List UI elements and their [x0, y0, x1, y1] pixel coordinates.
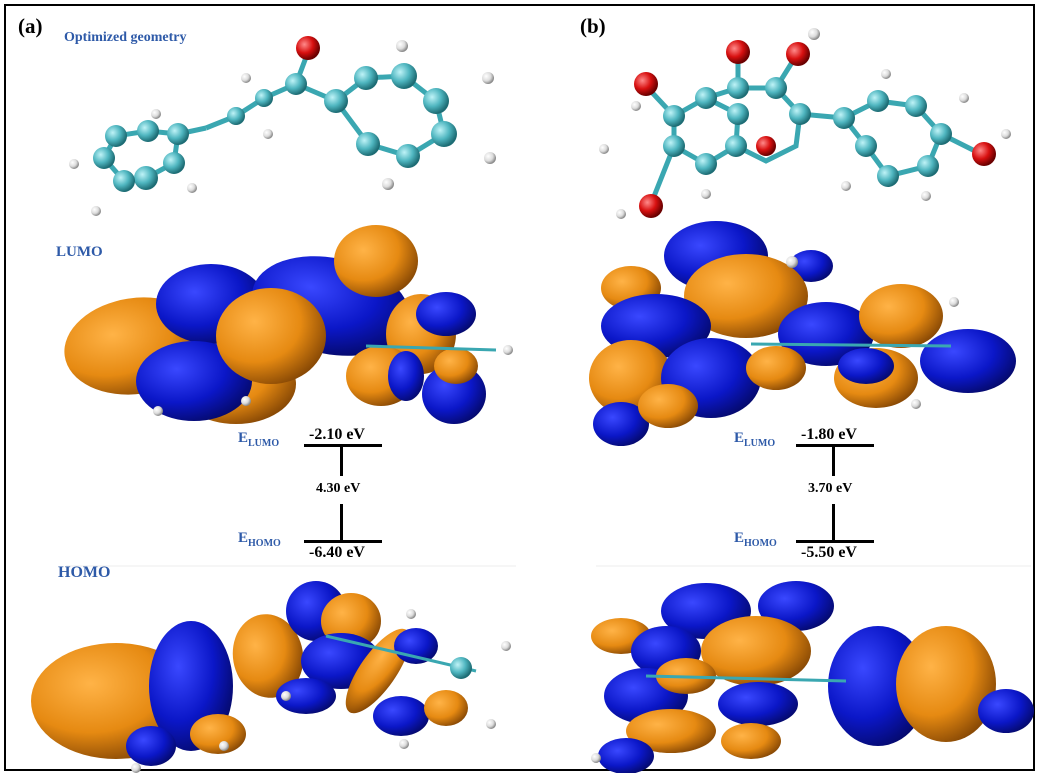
- e-lumo-name-a: ELUMO: [238, 430, 279, 449]
- e-lumo-name-b: ELUMO: [734, 430, 775, 449]
- e-lumo-value-a: -2.10 eV: [309, 426, 365, 443]
- homo-label: HOMO: [58, 564, 111, 581]
- lumo-label: LUMO: [56, 244, 103, 260]
- lumo-level-line-b: [796, 444, 874, 447]
- orbital-a-homo: [31, 581, 511, 773]
- e-lumo-value-b: -1.80 eV: [801, 426, 857, 443]
- e-homo-symbol-b: E: [734, 530, 745, 546]
- e-homo-symbol-a: E: [238, 530, 249, 546]
- gap-line-top-a: [340, 446, 343, 476]
- molecule-b-atoms: [599, 28, 1011, 219]
- e-lumo-subscript-a: LUMO: [248, 438, 280, 449]
- e-homo-name-a: EHOMO: [238, 530, 281, 549]
- figure-frame: (a) (b) Optimized geometry LUMO HOMO ELU…: [4, 4, 1035, 773]
- gap-line-top-b: [832, 446, 835, 476]
- gap-value-b: 3.70 eV: [808, 481, 853, 496]
- gap-line-bottom-b: [832, 504, 835, 540]
- panel-label-a: (a): [18, 14, 43, 38]
- orbital-a-lumo: [64, 225, 513, 424]
- e-homo-name-b: EHOMO: [734, 530, 777, 549]
- molecule-b-geometry: [644, 54, 983, 205]
- e-homo-value-b: -5.50 eV: [801, 544, 857, 561]
- orbital-b-homo: [591, 581, 1034, 773]
- e-homo-subscript-a: HOMO: [248, 538, 281, 549]
- e-homo-subscript-b: HOMO: [744, 538, 777, 549]
- gap-line-bottom-a: [340, 504, 343, 540]
- e-lumo-symbol-b: E: [734, 430, 745, 446]
- orbital-b-lumo: [589, 221, 1016, 446]
- figure-graphics: [31, 28, 1034, 773]
- lumo-level-line-a: [304, 444, 382, 447]
- panel-label-b: (b): [580, 14, 606, 38]
- e-lumo-subscript-b: LUMO: [744, 438, 776, 449]
- gap-value-a: 4.30 eV: [316, 481, 361, 496]
- optimized-geometry-label: Optimized geometry: [64, 30, 187, 45]
- e-homo-value-a: -6.40 eV: [309, 544, 365, 561]
- e-lumo-symbol-a: E: [238, 430, 249, 446]
- homo-level-line-b: [796, 540, 874, 543]
- homo-level-line-a: [304, 540, 382, 543]
- molecule-a-atoms: [69, 36, 496, 216]
